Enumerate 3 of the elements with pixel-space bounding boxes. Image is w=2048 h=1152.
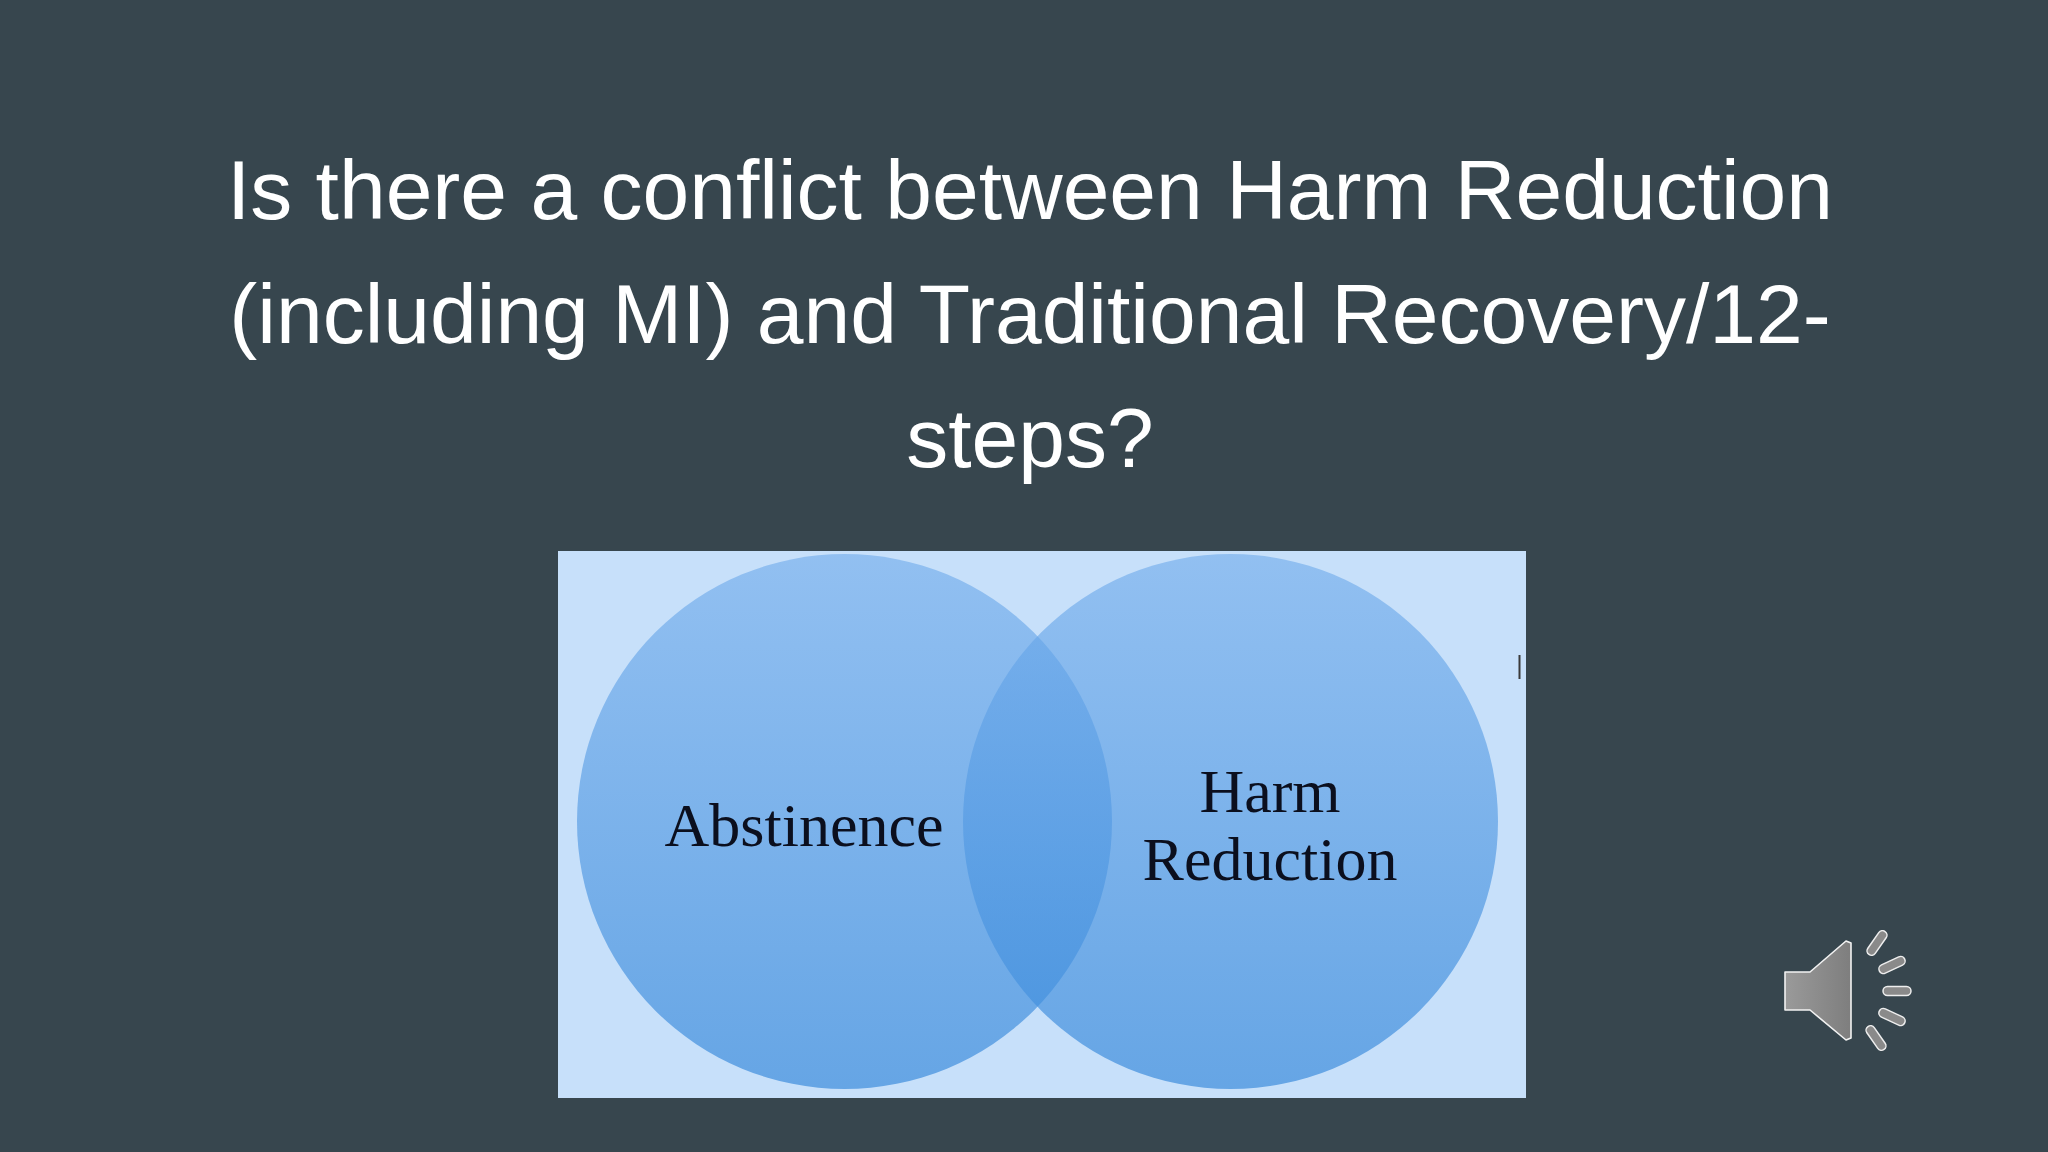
slide-title: Is there a conflict between Harm Reduction (including MI) and Traditional Recovery/12-steps? <box>225 142 1835 487</box>
circle-label: Harm Reduction <box>1141 757 1399 893</box>
circle-label: Abstinence <box>663 791 945 859</box>
